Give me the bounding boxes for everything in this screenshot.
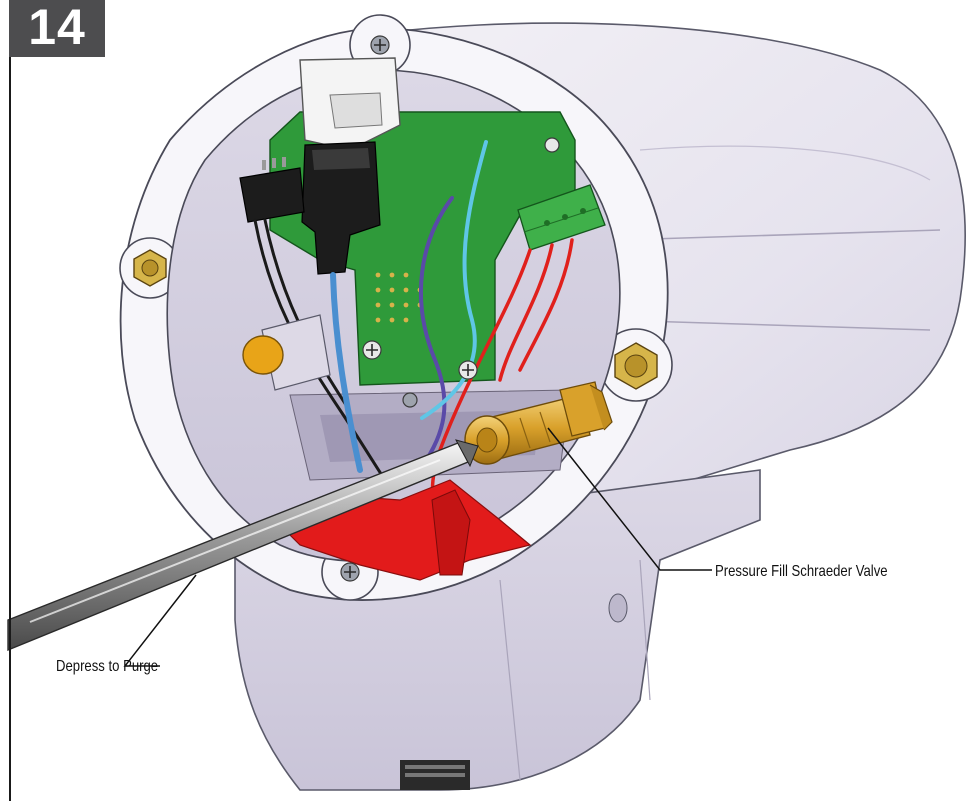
depress-to-purge-label: Depress to Purge <box>56 658 159 675</box>
purple-wire <box>418 196 454 472</box>
pressure-fill-schraeder-valve-label: Pressure Fill Schraeder Valve <box>715 563 888 580</box>
red-wire-2 <box>498 243 554 382</box>
schraeder-valve-icon <box>464 381 613 465</box>
purge-callout-line <box>123 574 197 667</box>
black-wires <box>253 218 387 482</box>
black-connector-small <box>239 167 305 223</box>
step-number-badge: 14 <box>9 0 105 57</box>
step-number: 14 <box>28 0 86 55</box>
black-connector-large <box>301 141 381 275</box>
hex-nut-icon <box>133 249 658 390</box>
cyan-wire <box>420 140 488 420</box>
screw-icon <box>340 35 560 582</box>
screwdriver-icon <box>7 439 479 652</box>
blue-wire <box>330 272 363 473</box>
valve-callout-line <box>547 427 712 571</box>
terminal-block <box>517 184 606 251</box>
red-wire-3 <box>518 238 574 372</box>
frame-border <box>9 0 11 801</box>
